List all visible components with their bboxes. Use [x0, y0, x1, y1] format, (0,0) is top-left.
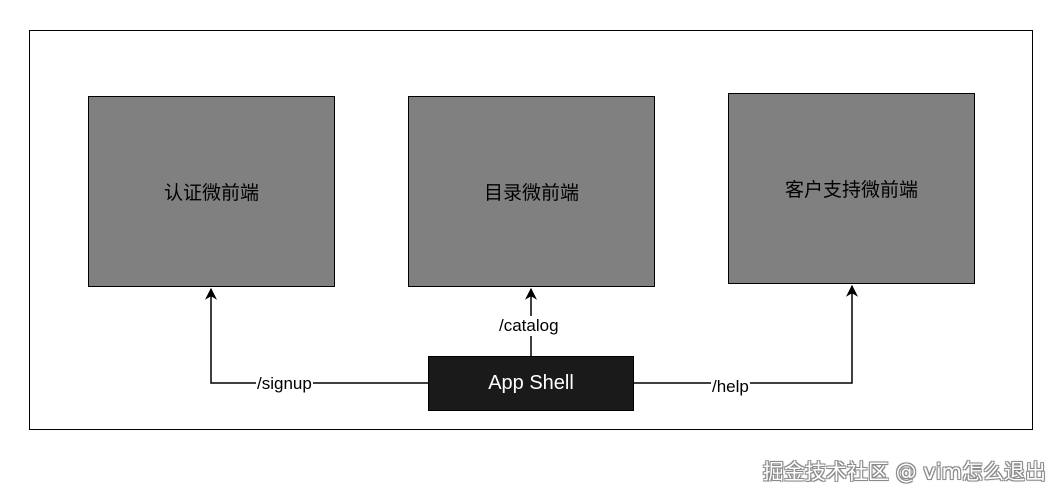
help-route-label: /help [711, 377, 750, 397]
catalog-route-label: /catalog [498, 316, 560, 336]
app-shell-box: App Shell [428, 356, 634, 411]
signup-route-label: /signup [256, 374, 313, 394]
catalog-microfrontend-label: 目录微前端 [483, 182, 579, 204]
signup-connector [205, 287, 428, 384]
app-shell-label: App Shell [488, 372, 574, 394]
catalog-microfrontend-box: 目录微前端 [408, 96, 655, 287]
support-microfrontend-label: 客户支持微前端 [784, 179, 918, 201]
auth-microfrontend-label: 认证微前端 [163, 182, 259, 204]
diagram-frame [29, 30, 1033, 430]
auth-microfrontend-box: 认证微前端 [88, 96, 335, 287]
watermark: 掘金技术社区 @ vim怎么退出 [762, 460, 1046, 484]
support-microfrontend-box: 客户支持微前端 [728, 93, 975, 284]
help-connector [634, 284, 858, 384]
